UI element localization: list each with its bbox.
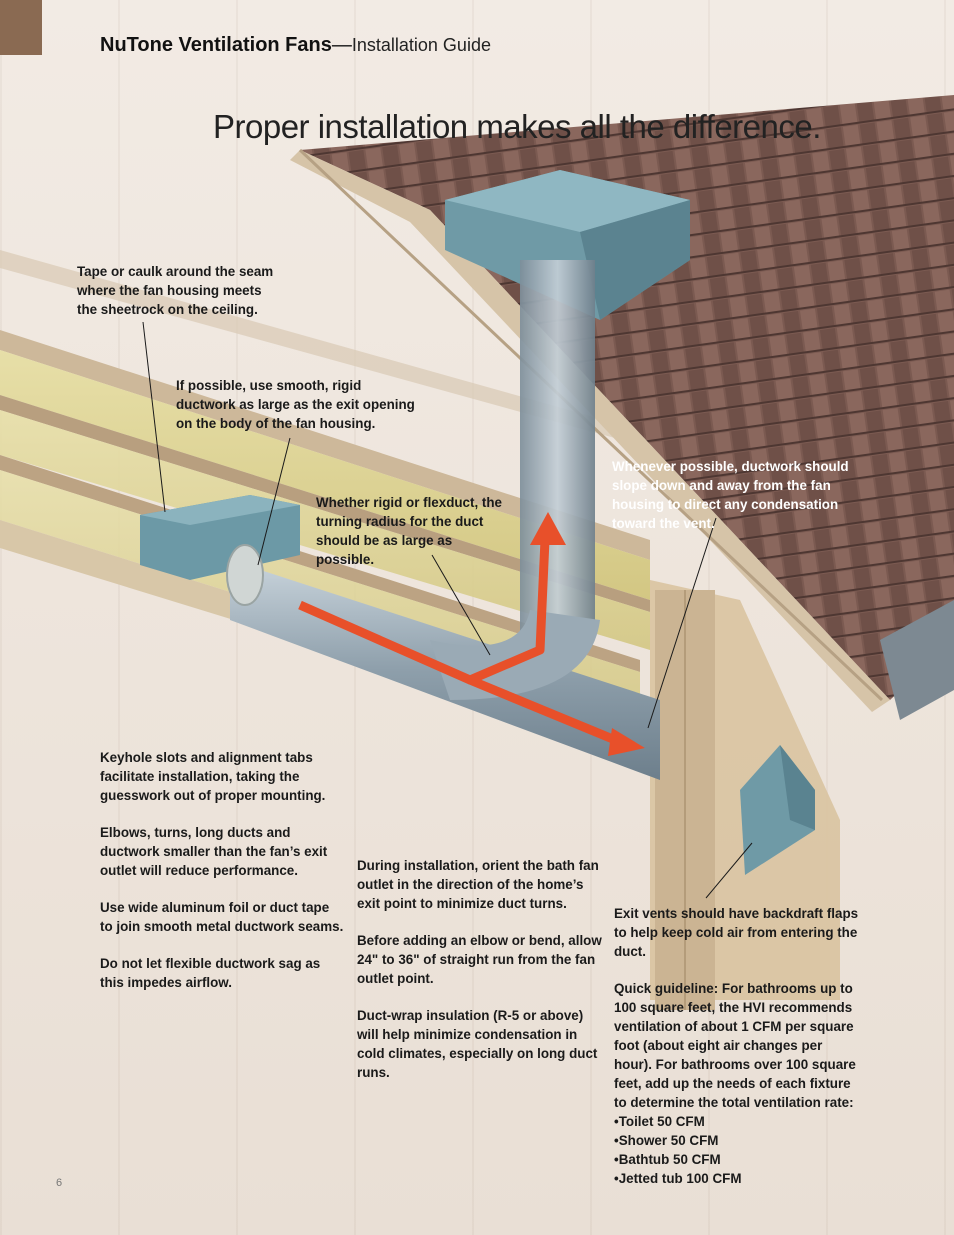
middle-tips: During installation, orient the bath fan… <box>357 856 602 1100</box>
roof-vent <box>445 170 690 320</box>
page-number: 6 <box>56 1177 63 1189</box>
callout-leader-lines <box>142 321 753 899</box>
airflow-arrow <box>298 512 645 756</box>
roof <box>290 95 954 720</box>
right-tips: Exit vents should have backdraft flaps t… <box>614 904 859 1188</box>
tip-insulation: Duct-wrap insulation (R-5 or above) will… <box>357 1008 598 1080</box>
tip-keyhole: Keyhole slots and alignment tabs facilit… <box>100 750 326 803</box>
callout-slope: Whenever possible, ductwork should slope… <box>612 459 849 531</box>
section-tab <box>0 0 42 55</box>
fixture-item: Toilet 50 CFM <box>614 1112 859 1131</box>
page-header: NuTone Ventilation Fans—Installation Gui… <box>100 34 491 57</box>
page-headline: Proper installation makes all the differ… <box>213 108 821 145</box>
wall-exit-vent <box>740 745 815 875</box>
fixture-list: Toilet 50 CFM Shower 50 CFM Bathtub 50 C… <box>614 1112 859 1188</box>
quick-guideline: Quick guideline: For bathrooms up to 100… <box>614 981 856 1110</box>
tip-foil-tape: Use wide aluminum foil or duct tape to j… <box>100 900 344 934</box>
callout-exit-vents: Exit vents should have backdraft flaps t… <box>614 906 859 959</box>
fixture-item: Bathtub 50 CFM <box>614 1150 859 1169</box>
fixture-item: Jetted tub 100 CFM <box>614 1169 859 1188</box>
vertical-duct <box>520 260 595 640</box>
brand-title: NuTone Ventilation Fans <box>100 34 332 56</box>
fixture-item: Shower 50 CFM <box>614 1131 859 1150</box>
callout-turning-radius: Whether rigid or flexduct, the turning r… <box>316 495 502 567</box>
left-tips: Keyhole slots and alignment tabs facilit… <box>100 748 345 1010</box>
callout-tape-caulk: Tape or caulk around the seam where the … <box>77 264 274 317</box>
header-separator: — <box>331 34 352 56</box>
tip-elbows: Elbows, turns, long ducts and ductwork s… <box>100 825 328 878</box>
callout-rigid-ductwork: If possible, use smooth, rigid ductwork … <box>176 378 415 431</box>
tip-straight-run: Before adding an elbow or bend, allow 24… <box>357 933 602 986</box>
header-subtitle: Installation Guide <box>351 35 491 55</box>
tip-sag: Do not let flexible ductwork sag as this… <box>100 956 321 990</box>
tip-orient: During installation, orient the bath fan… <box>357 858 599 911</box>
